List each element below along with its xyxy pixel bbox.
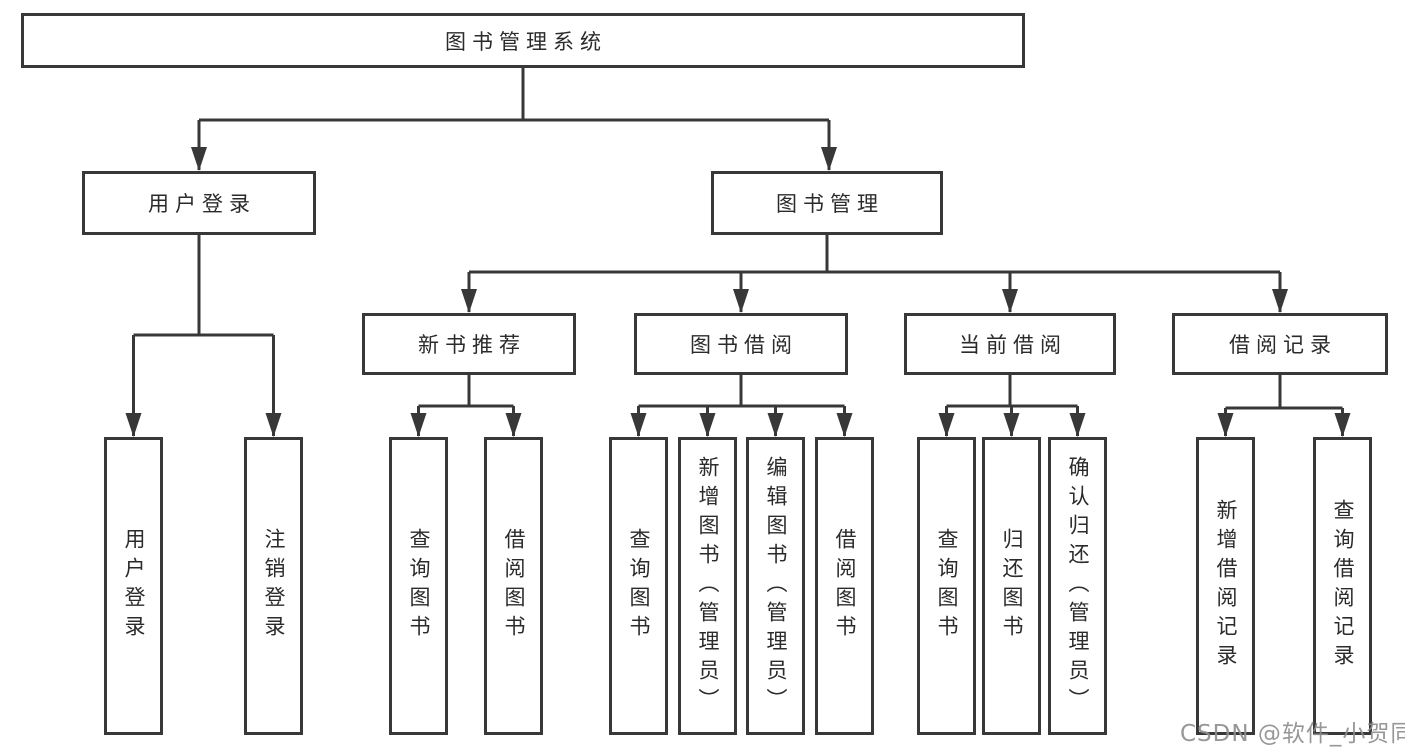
leaf-records-query-record-label: 查询借阅记录 (1331, 499, 1355, 673)
node-book-borrowing: 图书借阅 (634, 313, 848, 375)
leaf-borrowing-query-book: 查询图书 (609, 437, 668, 735)
leaf-user-login-label: 用户登录 (122, 528, 146, 644)
node-root-library-system: 图书管理系统 (21, 13, 1025, 68)
leaf-borrowing-edit-book-admin: 编辑图书（管理员） (746, 437, 805, 735)
leaf-current-return-book: 归还图书 (982, 437, 1041, 735)
leaf-records-query-record: 查询借阅记录 (1313, 437, 1372, 735)
leaf-borrowing-add-book-admin-label: 新增图书（管理员） (696, 455, 720, 717)
leaf-newrec-query-book: 查询图书 (389, 437, 448, 735)
leaf-records-add-record-label: 新增借阅记录 (1214, 499, 1238, 673)
leaf-current-return-book-label: 归还图书 (1000, 528, 1024, 644)
leaf-records-add-record: 新增借阅记录 (1196, 437, 1255, 735)
leaf-borrowing-query-book-label: 查询图书 (627, 528, 651, 644)
leaf-borrowing-borrow-book-label: 借阅图书 (833, 528, 857, 644)
node-current-borrowing: 当前借阅 (904, 313, 1116, 375)
leaf-newrec-borrow-book: 借阅图书 (484, 437, 543, 735)
leaf-current-query-book: 查询图书 (917, 437, 976, 735)
node-user-login: 用户登录 (82, 171, 316, 235)
leaf-newrec-borrow-book-label: 借阅图书 (502, 528, 526, 644)
leaf-user-login: 用户登录 (104, 437, 163, 735)
leaf-current-confirm-return-admin: 确认归还（管理员） (1048, 437, 1107, 735)
leaf-borrowing-borrow-book: 借阅图书 (815, 437, 874, 735)
leaf-borrowing-edit-book-admin-label: 编辑图书（管理员） (764, 455, 788, 717)
leaf-borrowing-add-book-admin: 新增图书（管理员） (678, 437, 737, 735)
node-new-book-recommend: 新书推荐 (362, 313, 576, 375)
leaf-logout: 注销登录 (244, 437, 303, 735)
leaf-current-query-book-label: 查询图书 (935, 528, 959, 644)
node-borrow-records: 借阅记录 (1172, 313, 1388, 375)
leaf-newrec-query-book-label: 查询图书 (407, 528, 431, 644)
csdn-watermark: CSDN @软件_小贺同学 (1180, 721, 1405, 747)
node-book-management: 图书管理 (711, 171, 943, 235)
leaf-logout-label: 注销登录 (262, 528, 286, 644)
leaf-current-confirm-return-admin-label: 确认归还（管理员） (1066, 455, 1090, 717)
